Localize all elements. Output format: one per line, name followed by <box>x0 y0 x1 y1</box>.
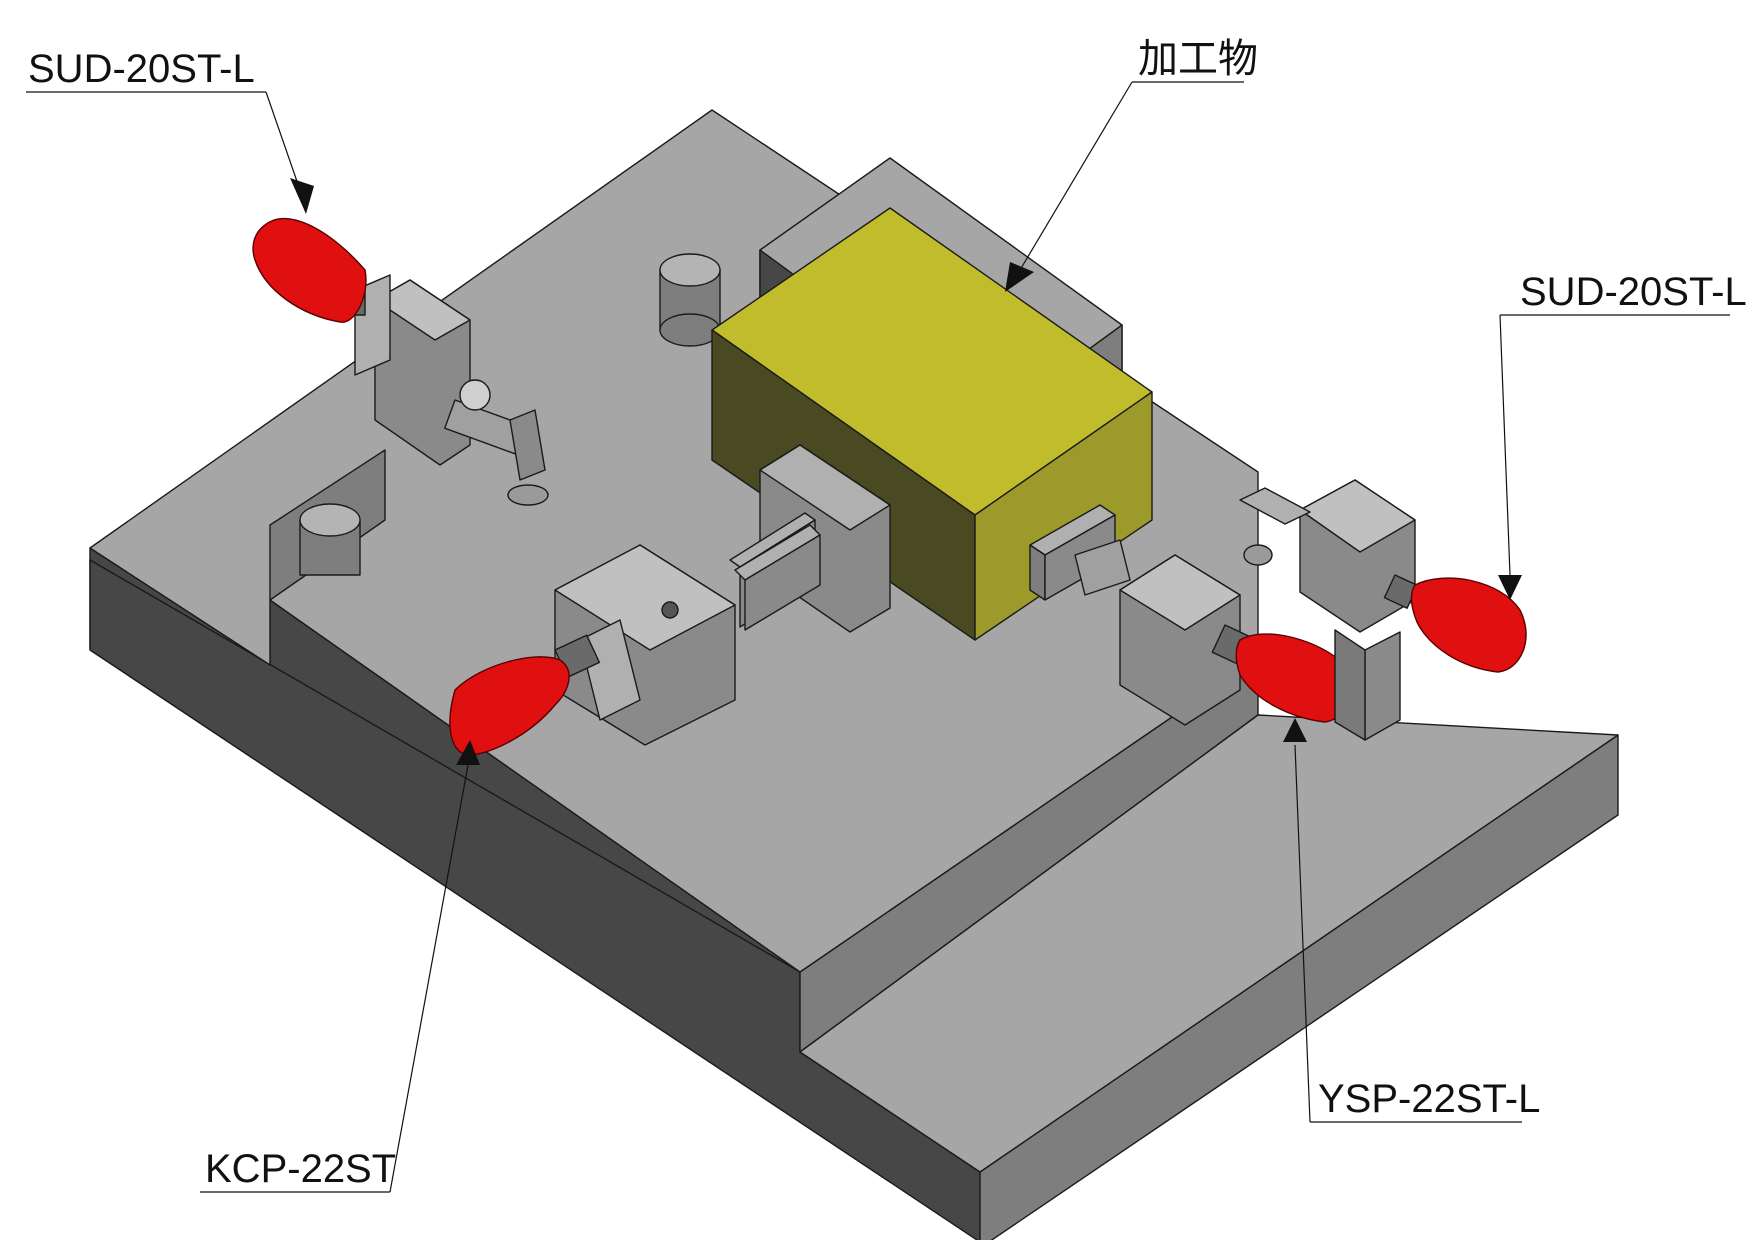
leader-arrowhead <box>1283 718 1307 742</box>
callout-label-bottom-left: KCP-22ST <box>205 1147 396 1191</box>
base-plate-top-lower <box>799 714 1619 1173</box>
callout-label-bottom-right: YSP-22ST-L <box>1318 1077 1540 1121</box>
leader-arrowhead <box>290 178 314 214</box>
callout-label-right: SUD-20ST-L <box>1520 270 1747 314</box>
clamp-knob-ysp <box>1235 633 1352 723</box>
clamp-kcp <box>449 524 821 756</box>
callout-bottom-right: YSP-22ST-L <box>1283 718 1540 1123</box>
clamp-knob-kcp <box>449 656 570 756</box>
clamp-ysp <box>1074 539 1352 726</box>
clamp-sud-right <box>1239 479 1527 741</box>
clamp-knob-top-left <box>252 217 367 323</box>
leader-arrowhead <box>1498 575 1522 600</box>
callout-bottom-left: KCP-22ST <box>200 740 480 1193</box>
callout-top-center: 加工物 <box>1005 37 1258 292</box>
base-plate <box>89 109 1619 1240</box>
leader-arrowhead <box>1005 262 1034 292</box>
clamp-sud-top-left <box>252 217 549 506</box>
locating-pin-left <box>299 503 361 576</box>
callout-label-workpiece: 加工物 <box>1138 37 1258 81</box>
clamp-knob-right <box>1410 577 1527 673</box>
leader-arrowhead <box>456 740 480 765</box>
locating-pin-back <box>659 253 721 347</box>
locating-pins <box>299 253 721 576</box>
callout-label-top-left: SUD-20ST-L <box>28 47 255 91</box>
callout-top-left: SUD-20ST-L <box>26 47 314 214</box>
workpiece-side <box>974 391 1153 641</box>
callout-right: SUD-20ST-L <box>1498 270 1747 600</box>
